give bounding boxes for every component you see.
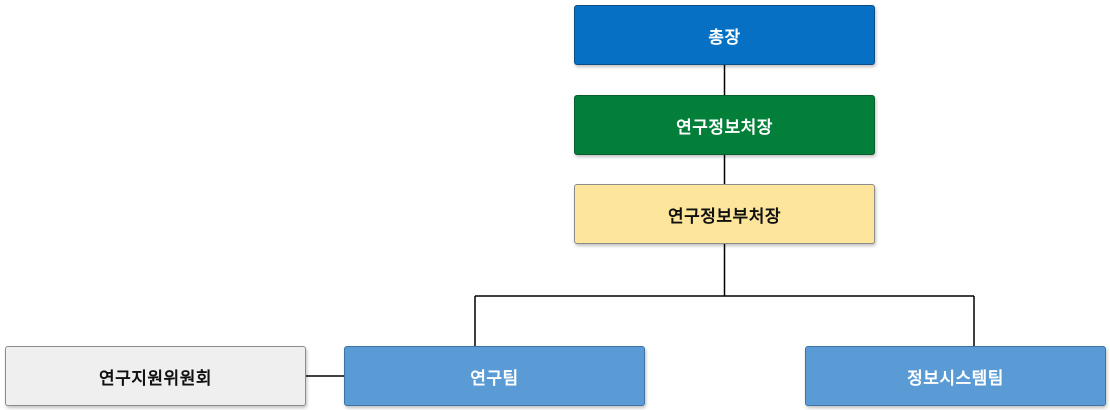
research-info-director-box: 연구정보처장 bbox=[574, 95, 875, 155]
info-system-team-box: 정보시스템팀 bbox=[805, 346, 1106, 406]
research-team-box: 연구팀 bbox=[344, 346, 645, 406]
info-system-team-label: 정보시스템팀 bbox=[907, 368, 1004, 389]
research-support-committee-label: 연구지원위원회 bbox=[99, 368, 212, 389]
research-team-label: 연구팀 bbox=[470, 368, 519, 389]
president-label: 총장 bbox=[708, 27, 741, 48]
president-box: 총장 bbox=[574, 5, 875, 65]
research-info-director-label: 연구정보처장 bbox=[676, 117, 773, 138]
research-support-committee-box: 연구지원위원회 bbox=[5, 346, 306, 406]
research-info-deputy-director-label: 연구정보부처장 bbox=[668, 206, 781, 227]
research-info-deputy-director-box: 연구정보부처장 bbox=[574, 184, 875, 244]
